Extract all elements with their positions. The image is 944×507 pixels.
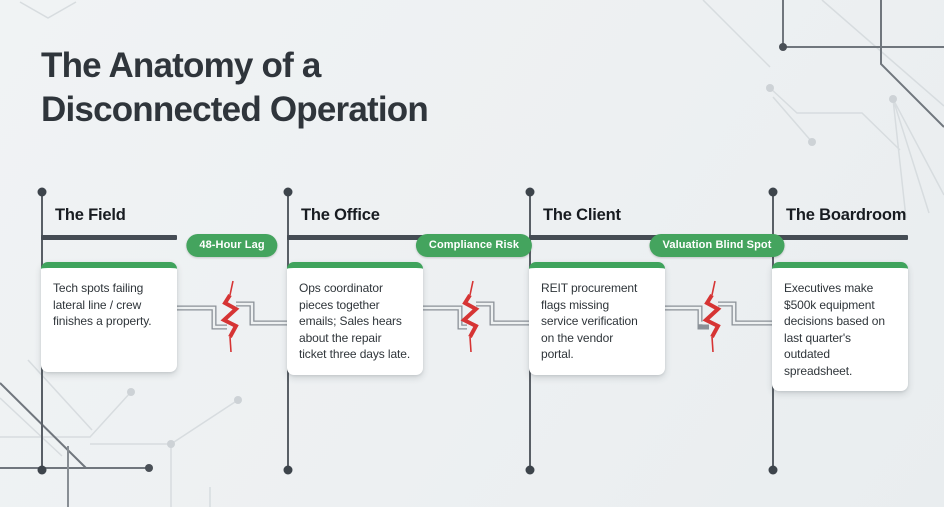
timeline-node-dot xyxy=(525,187,535,197)
risk-badge-48-hour-lag: 48-Hour Lag xyxy=(186,234,278,257)
break-lightning-icon xyxy=(460,280,480,353)
stage-heading: The Office xyxy=(301,206,380,224)
stage-column-client: The Client REIT procurement flags missin… xyxy=(529,204,665,375)
timeline-node-dot xyxy=(283,187,293,197)
timeline-node-dot xyxy=(525,465,535,475)
page-title: The Anatomy of a Disconnected Operation xyxy=(41,46,429,130)
stage-column-field: The Field Tech spots failing lateral lin… xyxy=(41,204,177,372)
break-lightning-icon xyxy=(220,280,240,353)
risk-badge-compliance-risk: Compliance Risk xyxy=(415,234,533,257)
stage-column-boardroom: The Boardroom Executives make $500k equi… xyxy=(772,204,908,391)
stage-column-office: The Office Ops coordinator pieces togeth… xyxy=(287,204,423,375)
stage-connectors xyxy=(177,301,774,330)
stage-heading: The Client xyxy=(543,206,621,224)
heading-divider-bar xyxy=(529,235,665,240)
timeline-node-dot xyxy=(768,465,778,475)
break-icons xyxy=(220,280,722,353)
connector-office-client xyxy=(423,301,531,330)
stage-card: REIT procurement flags missing service v… xyxy=(529,262,665,375)
heading-divider-bar xyxy=(772,235,908,240)
timeline-node-dot xyxy=(37,187,47,197)
break-lightning-icon xyxy=(702,280,722,353)
heading-divider-bar xyxy=(287,235,423,240)
heading-divider-bar xyxy=(41,235,177,240)
stage-card: Executives make $500k equipment decision… xyxy=(772,262,908,391)
stage-heading: The Field xyxy=(55,206,126,224)
stage-card: Tech spots failing lateral line / crew f… xyxy=(41,262,177,372)
timeline-node-dot xyxy=(768,187,778,197)
connector-client-boardroom xyxy=(665,301,774,330)
stage-card: Ops coordinator pieces together emails; … xyxy=(287,262,423,375)
connector-field-office xyxy=(177,301,288,330)
stage-heading: The Boardroom xyxy=(786,206,907,224)
timeline-node-dot xyxy=(37,465,47,475)
risk-badge-valuation-blind-spot: Valuation Blind Spot xyxy=(649,234,785,257)
timeline-node-dot xyxy=(283,465,293,475)
